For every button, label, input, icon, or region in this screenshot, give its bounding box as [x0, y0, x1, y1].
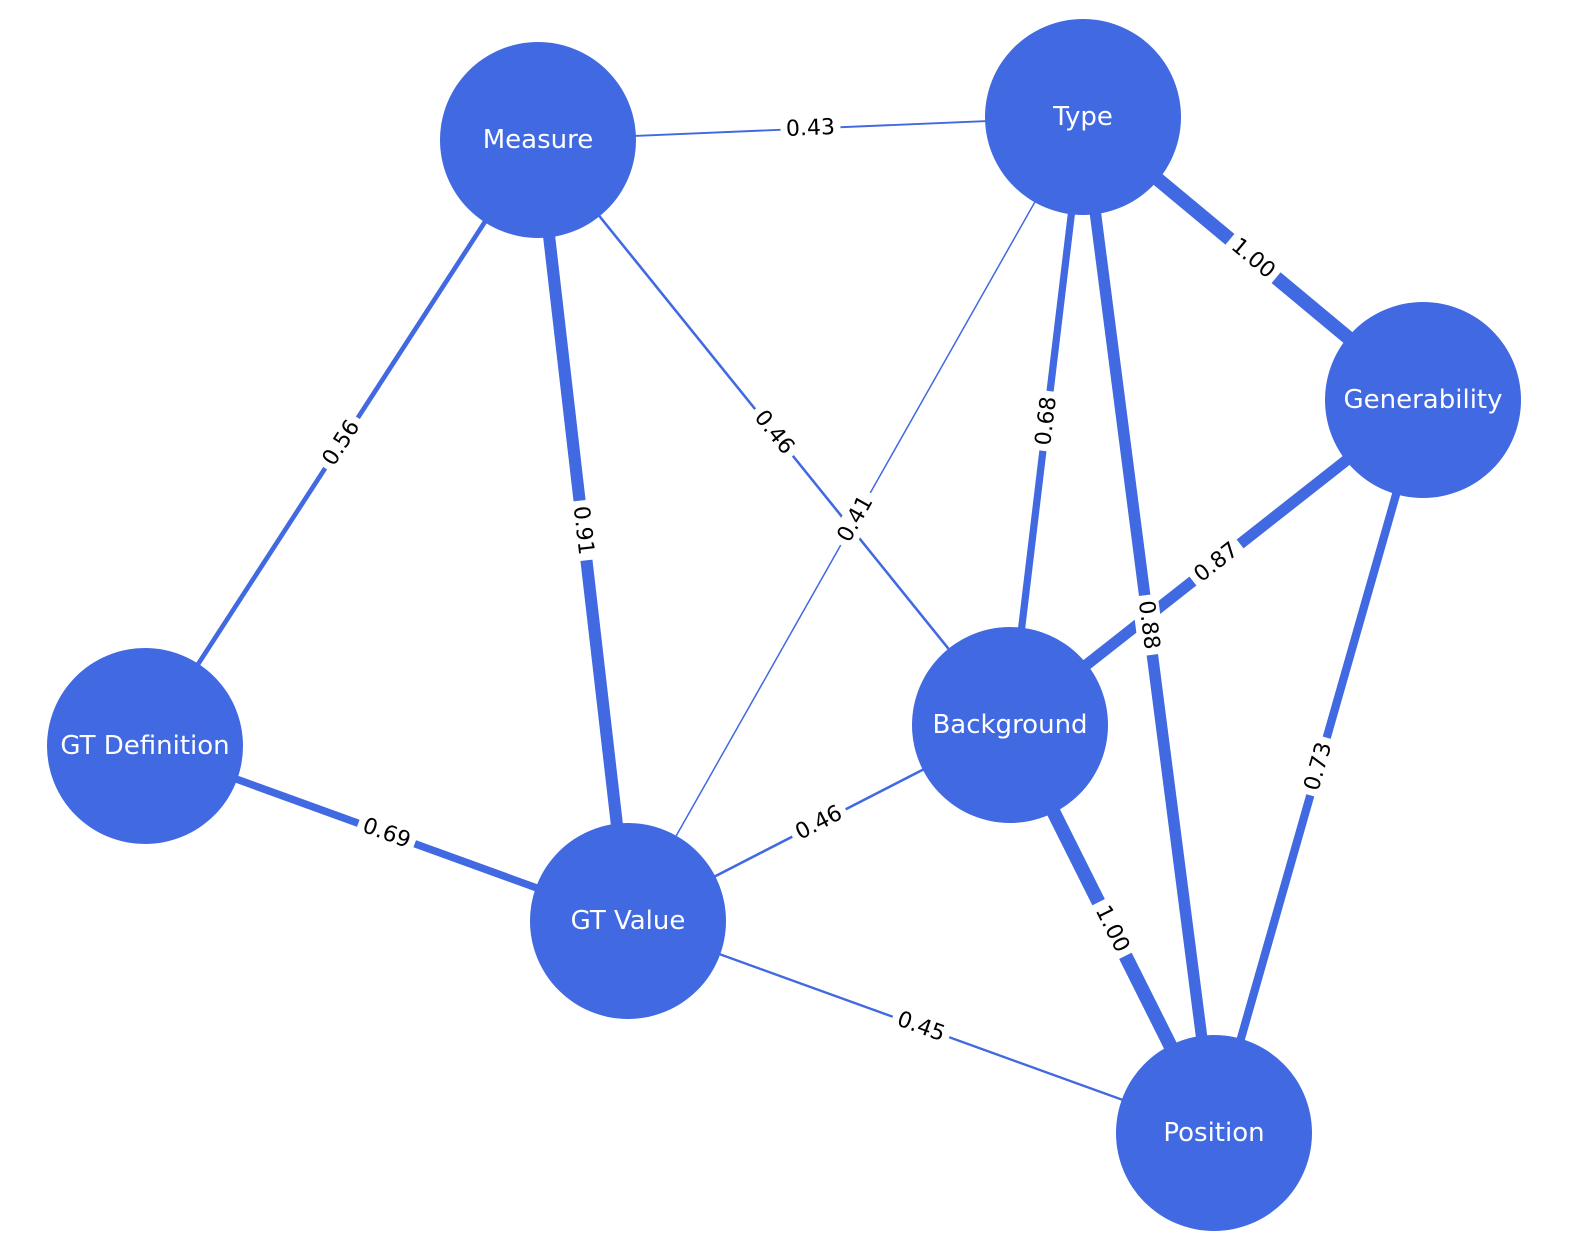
edge-label-group: 0.41 — [829, 486, 882, 552]
edge-label-group: 0.45 — [888, 1004, 954, 1050]
edge-label-background — [745, 400, 803, 465]
edge-label-background — [1297, 734, 1340, 799]
edge-label-background — [888, 1004, 954, 1050]
edge-label-background — [353, 811, 420, 856]
node-gt-definition: GT Definition — [47, 648, 243, 844]
node-position: Position — [1116, 1035, 1312, 1231]
edge-label-group: 0.46 — [786, 797, 852, 849]
node-type: Type — [985, 19, 1181, 215]
edge-label-background — [1184, 533, 1249, 592]
node-circle — [1116, 1035, 1312, 1231]
node-background: Background — [912, 627, 1108, 823]
edge-label-background — [1131, 593, 1166, 657]
edge-label-group: 1.00 — [1221, 229, 1285, 288]
edge-label-background — [1221, 229, 1285, 288]
edge-label-group: 0.46 — [745, 400, 803, 465]
edge-label-group: 0.68 — [1030, 389, 1063, 453]
node-circle — [530, 823, 726, 1019]
edge-weight-label: 1.00 — [1090, 902, 1134, 957]
node-label: Generability — [1344, 385, 1503, 415]
edge-label-group: 0.87 — [1184, 533, 1249, 592]
node-circle — [440, 42, 636, 238]
node-circle — [985, 19, 1181, 215]
node-label: GT Value — [571, 906, 686, 936]
edge-label-group: 0.88 — [1131, 593, 1166, 657]
node-label: GT Definition — [60, 731, 229, 761]
node-label: Background — [932, 710, 1087, 740]
edge-label-group: 0.73 — [1297, 734, 1340, 799]
node-label: Position — [1163, 1118, 1264, 1148]
node-generability: Generability — [1325, 302, 1521, 498]
node-label: Measure — [483, 125, 594, 155]
edge-weight-label: 0.45 — [894, 1007, 949, 1047]
node-circle — [1325, 302, 1521, 498]
node-gt-value: GT Value — [530, 823, 726, 1019]
edge-weight-label: 0.68 — [1031, 395, 1062, 447]
edge-label-background — [779, 114, 842, 143]
edge-weight-label: 0.46 — [792, 801, 847, 846]
node-label: Type — [1052, 102, 1113, 132]
node-measure: Measure — [440, 42, 636, 238]
edge-weight-label: 0.91 — [568, 505, 598, 557]
edge-weight-label: 0.43 — [786, 115, 836, 142]
edge-label-group: 0.43 — [779, 114, 842, 143]
node-circle — [47, 648, 243, 844]
edge-label-group: 0.56 — [314, 410, 369, 476]
edge-label-background — [566, 499, 600, 562]
edge-label-background — [786, 797, 852, 849]
edges-layer — [143, 111, 1428, 1137]
edge-label-background — [1030, 389, 1063, 453]
edge-label-background — [829, 486, 882, 552]
edge-label-group: 1.00 — [1086, 896, 1138, 962]
edge-weight-label: 0.88 — [1133, 599, 1164, 651]
edge-label-background — [1086, 896, 1138, 962]
node-circle — [912, 627, 1108, 823]
edge-weight-label: 0.69 — [359, 813, 414, 853]
edge-label-background — [314, 410, 369, 476]
edge-label-group: 0.91 — [566, 499, 600, 562]
edge-label-group: 0.69 — [353, 811, 420, 856]
